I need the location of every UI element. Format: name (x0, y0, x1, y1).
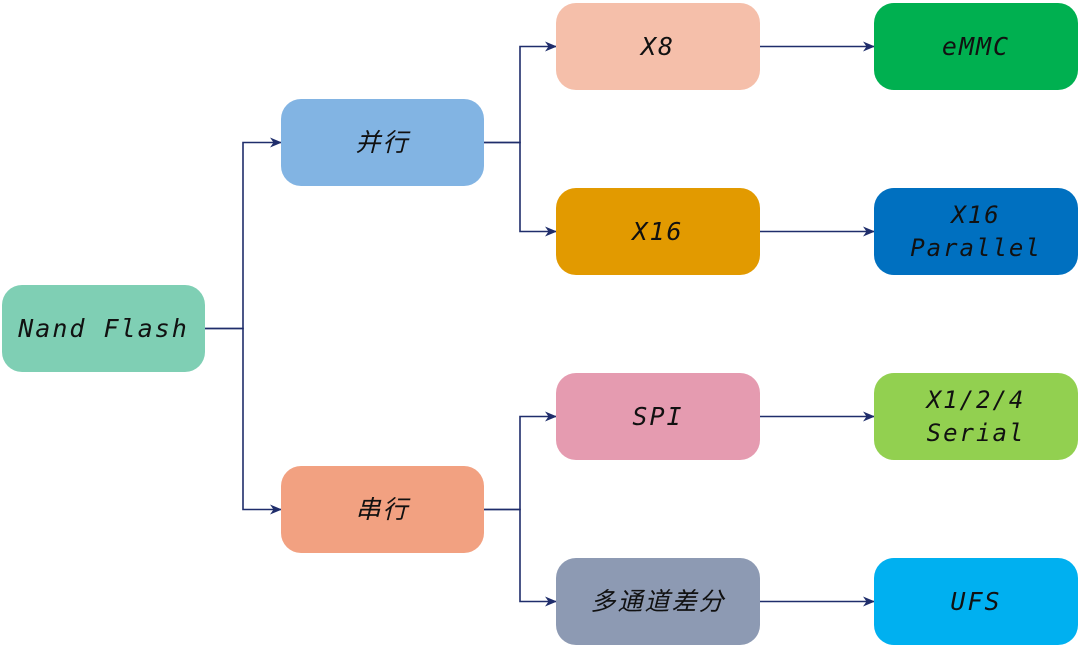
node-multichannel-differential-label: 多通道差分 (590, 587, 725, 616)
node-x1-2-4-serial-box (874, 373, 1078, 460)
node-nand-flash-box (2, 285, 205, 372)
connector-parallel-to-x8 (484, 41, 557, 144)
node-x8-label: X8 (639, 32, 675, 61)
node-emmc: eMMC (874, 3, 1078, 90)
node-parallel: 并行 (281, 99, 484, 186)
node-multichannel-differential: 多通道差分 (556, 558, 760, 645)
node-x16-parallel-label: Parallel (910, 234, 1042, 262)
node-serial-box (281, 466, 484, 553)
connectors (205, 41, 875, 607)
connector-serial-to-spi (484, 411, 557, 511)
node-x16-parallel-box (874, 188, 1078, 275)
node-x16-box (556, 188, 760, 275)
node-parallel-box (281, 99, 484, 186)
connector-serial-to-multi (484, 508, 557, 607)
node-spi-label: SPI (632, 402, 683, 431)
node-x8-box (556, 3, 760, 90)
node-ufs-label: UFS (950, 587, 1001, 616)
node-emmc-label: eMMC (942, 32, 1010, 61)
node-ufs: UFS (874, 558, 1078, 645)
node-x8: X8 (556, 3, 760, 90)
connector-parallel-to-x16 (484, 141, 557, 237)
node-serial-label: 串行 (355, 495, 411, 524)
node-serial: 串行 (281, 466, 484, 553)
node-x1-2-4-serial-label: Serial (927, 419, 1026, 447)
connector-root-to-parallel (205, 137, 282, 330)
node-spi-box (556, 373, 760, 460)
connector-root-to-serial (205, 327, 282, 515)
node-nand-flash-label: Nand Flash (17, 314, 189, 343)
node-multichannel-differential-box (556, 558, 760, 645)
node-x1-2-4-serial-label: X1/2/4 (925, 386, 1026, 414)
node-nand-flash: Nand Flash (2, 285, 205, 372)
node-emmc-box (874, 3, 1078, 90)
node-x16-parallel-label: X16 (949, 201, 1000, 229)
node-ufs-box (874, 558, 1078, 645)
node-x16-label: X16 (630, 217, 683, 246)
node-x16: X16 (556, 188, 760, 275)
node-spi: SPI (556, 373, 760, 460)
node-parallel-label: 并行 (355, 128, 411, 157)
